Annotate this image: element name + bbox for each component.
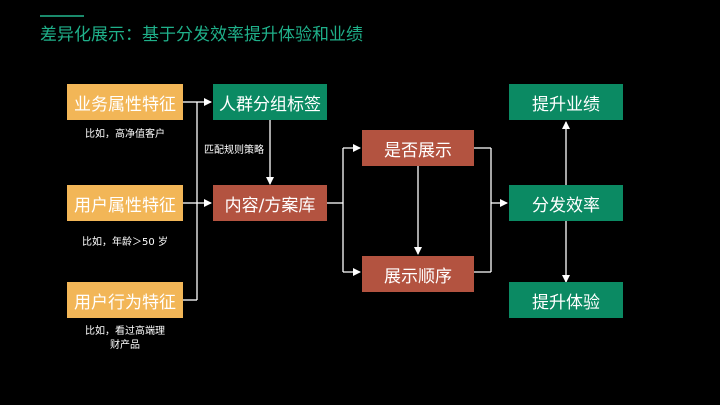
node-show-or-not: 是否展示 (362, 130, 474, 166)
note-user-attr-example: 比如，年龄＞50 岁 (82, 237, 168, 248)
node-dist-eff: 分发效率 (509, 185, 623, 221)
note-match-rule: 匹配规则策略 (204, 145, 264, 156)
node-user-behavior: 用户行为特征 (67, 282, 183, 318)
page-title: 差异化展示：基于分发效率提升体验和业绩 (40, 25, 363, 45)
note-business-example: 比如，高净值客户 (85, 129, 165, 140)
node-content-lib: 内容/方案库 (213, 185, 327, 221)
node-improve-exp: 提升体验 (509, 282, 623, 318)
node-improve-perf: 提升业绩 (509, 84, 623, 120)
node-crowd-tag: 人群分组标签 (213, 84, 327, 120)
node-show-order: 展示顺序 (362, 256, 474, 292)
note-behavior-line2: 财产品 (110, 340, 140, 351)
note-behavior-example: 比如，看过高端理 财产品 (67, 325, 183, 353)
node-user-attr: 用户属性特征 (67, 185, 183, 221)
note-behavior-line1: 比如，看过高端理 (85, 326, 165, 337)
title-accent-bar (40, 15, 84, 17)
node-business-attr: 业务属性特征 (67, 84, 183, 120)
